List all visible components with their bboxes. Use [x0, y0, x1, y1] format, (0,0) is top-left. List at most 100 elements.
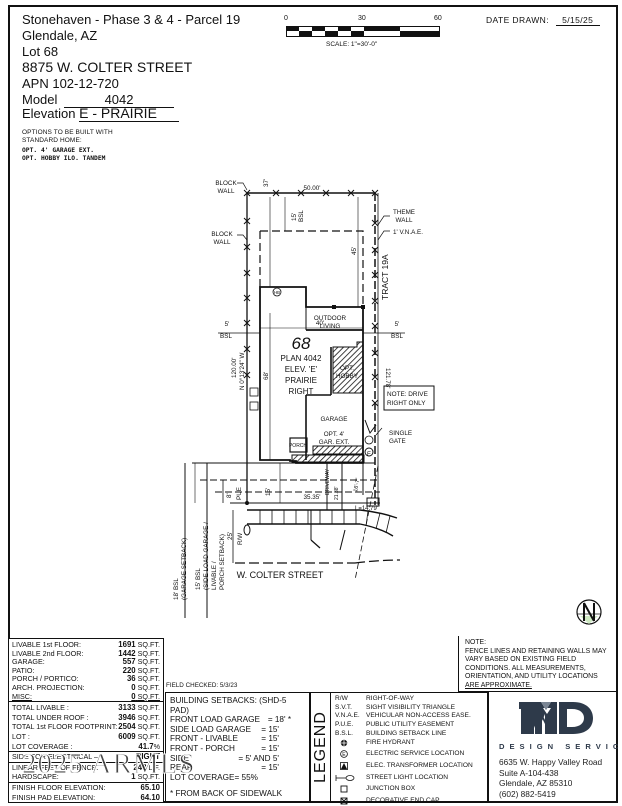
legend-item: B.S.L.BUILDING SETBACK LINE: [335, 729, 447, 737]
fence-note: NOTE: FENCE LINES AND RETAINING WALLS MA…: [458, 636, 618, 692]
elevation-rows: FINISH FLOOR ELEVATION:65.10 FINISH PAD …: [9, 781, 163, 803]
finish-pad-row: FINISH PAD ELEVATION:64.10: [12, 792, 160, 802]
porch-label: PORCH: [289, 443, 307, 449]
dim-68: 68': [263, 372, 270, 380]
note-line: CONDITIONS. ALL MEASUREMENTS,: [465, 664, 586, 672]
junction-box-icon: [340, 785, 348, 793]
plan-line: RIGHT: [289, 387, 314, 396]
fence-row: LINEAR FEET OF FENCE:248 L.F.: [12, 762, 160, 772]
phone-number: (602) 882-5419: [499, 788, 556, 799]
date-drawn: DATE DRAWN: 5/15/25: [486, 15, 600, 26]
building-setbacks: BUILDING SETBACKS: (SHD-5 PAD) FRONT LOA…: [165, 692, 310, 802]
area-rows-totals: TOTAL LIVABLE :3133 SQ.FT. TOTAL UNDER R…: [9, 701, 163, 751]
total-row: LOT COVERAGE :41.7%: [12, 741, 160, 751]
setback-row: FRONT LOAD GARAGE= 18' *: [170, 715, 291, 725]
setback-row: SIDE LOAD GARAGE= 15': [170, 724, 279, 734]
model-row: Model 4042: [22, 92, 175, 108]
transformer-icon: [340, 762, 348, 770]
setbacks-title: BUILDING SETBACKS: (SHD-5 PAD): [170, 696, 287, 715]
area-row: LIVABLE 2nd FLOOR:1442 SQ.FT.: [12, 648, 160, 658]
total-row: TOTAL LIVABLE :3133 SQ.FT.: [12, 703, 160, 713]
options-heading-line: STANDARD HOME:: [22, 137, 82, 144]
options-heading: OPTIONS TO BE BUILT WITH STANDARD HOME:: [22, 129, 113, 145]
north-arrow-icon: [576, 599, 602, 625]
options-heading-line: OPTIONS TO BE BUILT WITH: [22, 129, 113, 136]
note-line: VARY BASED ON EXISTING FIELD: [465, 656, 577, 664]
rw-25: 25': [227, 532, 234, 540]
fence-hardscape-rows: LINEAR FEET OF FENCE:248 L.F. HARDSCAPE:…: [9, 761, 163, 782]
end-cap-icon: [340, 797, 348, 805]
setback-row: FRONT - LIVABLE= 15': [170, 734, 279, 744]
legend-title: LEGEND: [311, 693, 331, 801]
area-row: MISC:0 SQ.FT.: [12, 691, 160, 701]
dim-40: 40': [316, 320, 324, 327]
vnae-label: 1' V.N.A.E.: [393, 229, 423, 236]
legend-item: JUNCTION BOX: [335, 785, 473, 797]
note-title: NOTE:: [465, 639, 487, 646]
setback-row: LOT COVERAGE= 55%: [170, 772, 258, 782]
bsl-right: BSL: [391, 333, 403, 340]
area-row: GARAGE:557 SQ.FT.: [12, 657, 160, 667]
company-tagline: DESIGN SERVICES: [499, 742, 622, 751]
total-row: TOTAL UNDER ROOF :3946 SQ.FT.: [12, 712, 160, 722]
legend-item: ELEC. TRANSFORMER LOCATION: [335, 762, 473, 774]
lot-number: Lot 68: [22, 44, 59, 59]
svg-text:RIGHT ONLY: RIGHT ONLY: [387, 400, 426, 407]
elevation-value: E - PRAIRIE: [79, 106, 180, 122]
garage-label: GARAGE: [321, 416, 348, 423]
dim-3535: 35.35': [304, 494, 321, 501]
svg-text:NOTE: DRIVE: NOTE: DRIVE: [387, 391, 428, 398]
area-row: PATIO:220 SQ.FT.: [12, 665, 160, 675]
options-list: OPT. 4' GARAGE EXT. OPT. HOBBY ILO. TAND…: [22, 147, 105, 163]
dim-45: 45': [351, 247, 358, 255]
svg-text:E: E: [342, 752, 346, 758]
setback-row: REAR= 15': [170, 763, 279, 773]
finish-floor-row: FINISH FLOOR ELEVATION:65.10: [12, 782, 160, 792]
pue-label: PUE: [236, 487, 243, 500]
address-line: 6635 W. Happy Valley Road: [499, 757, 603, 767]
fence-post-marks: [243, 189, 379, 407]
scale-tick: 60: [434, 15, 442, 22]
driveway-width: 21.38': [334, 486, 340, 500]
electric-service-icon: E: [340, 750, 348, 758]
bsl-rear-text: BSL: [298, 210, 305, 222]
setback-row: FRONT - PORCH= 15': [170, 743, 279, 753]
document-frame: [8, 5, 618, 803]
legend-item: S.V.T.SIGHT VISIBILITY TRIANGLE: [335, 703, 456, 711]
hose-bib: HB: [274, 290, 280, 295]
dim-16-7: 16'-7": [353, 477, 361, 492]
area-row: ARCH. PROJECTION:0 SQ.FT.: [12, 682, 160, 692]
garage-ext-label: OPT. 4'GAR. EXT.: [319, 431, 350, 446]
legend-item: V.N.A.E.VEHICULAR NON-ACCESS EASE.: [335, 712, 471, 720]
scale-tick: 30: [358, 15, 366, 22]
model-label: Model: [22, 92, 58, 107]
bearing: N 0°13'24" W: [238, 352, 246, 390]
street-name: W. COLTER STREET: [237, 570, 324, 580]
plan-line: PLAN 4042: [281, 354, 322, 363]
field-checked: FIELD CHECKED: 5/3/23: [166, 682, 238, 689]
city: Glendale, AZ: [22, 28, 98, 43]
elevation-label: Elevation: [22, 106, 76, 121]
area-row: PORCH / PORTICO:36 SQ.FT.: [12, 674, 160, 684]
legend-item: FIRE HYDRANT: [335, 739, 473, 751]
fire-hydrant-icon-label: FIRE HYDRANT: [366, 738, 415, 746]
driveway-label: DRIVEWAY: [325, 468, 331, 495]
legend-item: STREET LIGHT LOCATION: [335, 774, 473, 786]
address-line: Glendale, AZ 85310: [499, 778, 573, 788]
address: 8875 W. COLTER STREET: [22, 59, 193, 75]
date-drawn-value: 5/15/25: [555, 15, 600, 26]
pue-8: 8': [226, 493, 233, 498]
legend-item: DECORATIVE END CAP: [335, 797, 473, 806]
date-drawn-label: DATE DRAWN:: [486, 15, 549, 25]
scale-bar-graphic: [286, 26, 440, 37]
company-block: DESIGN SERVICES 6635 W. Happy Valley Roa…: [488, 692, 622, 802]
